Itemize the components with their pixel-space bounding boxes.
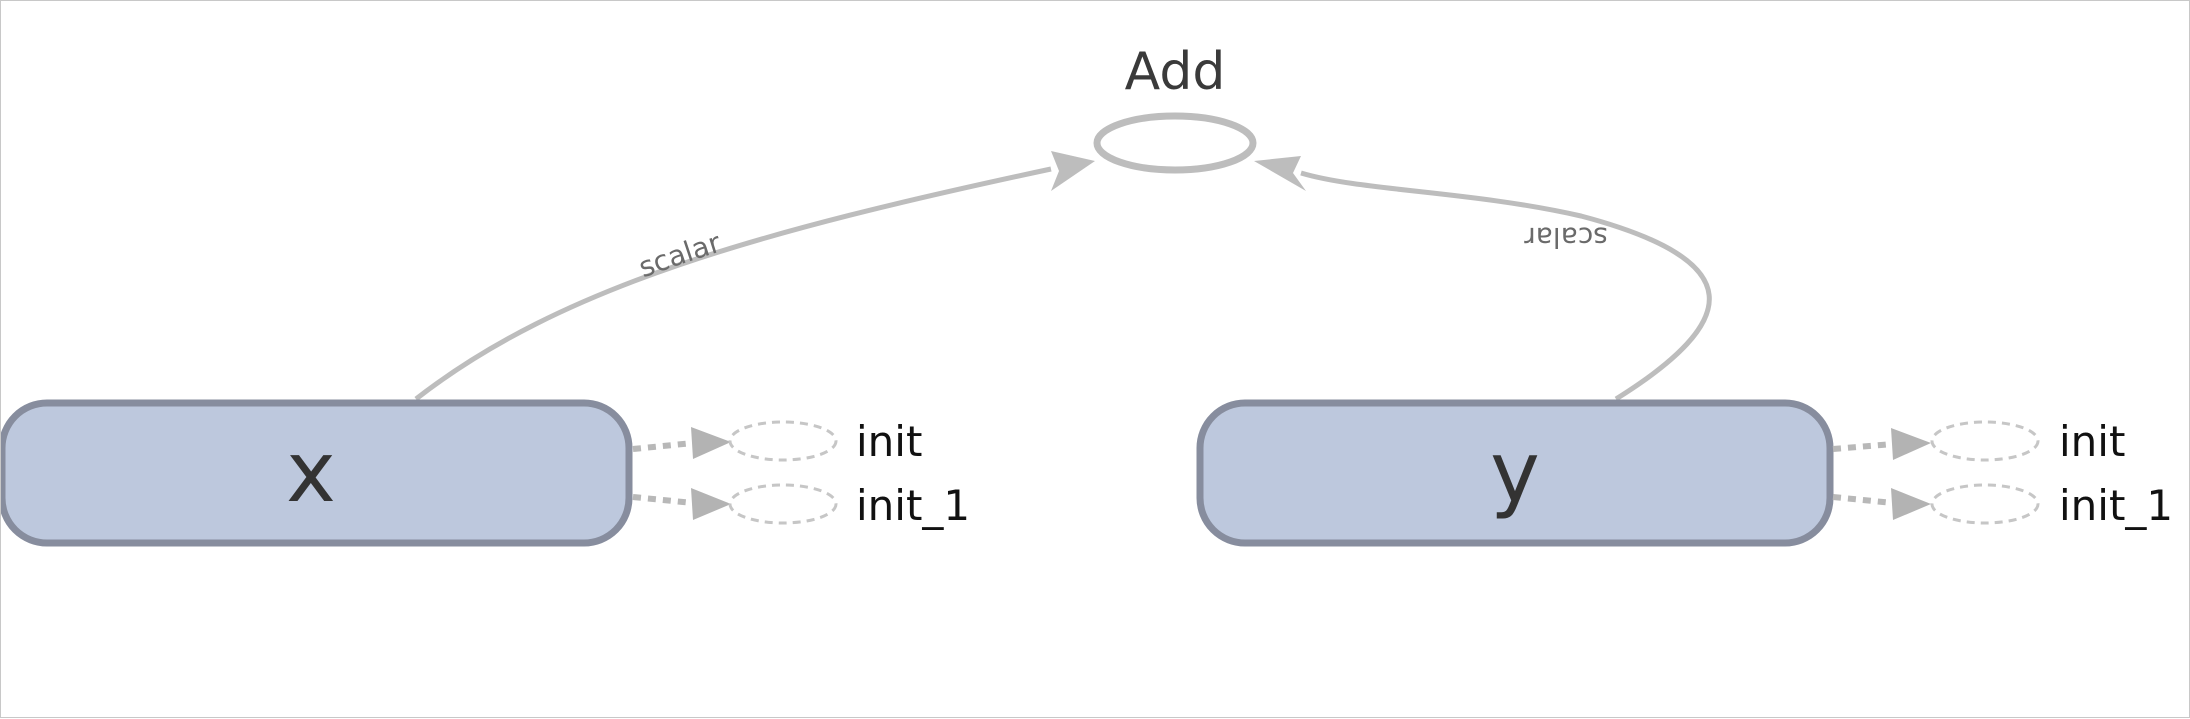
x-init-1-node[interactable] — [728, 483, 838, 525]
x-control-edge-init — [632, 440, 694, 452]
x-init-label: init — [856, 417, 922, 466]
y-init-1-label: init_1 — [2059, 481, 2173, 530]
y-node-label: y — [1490, 423, 1540, 521]
edge-x-to-add — [414, 166, 1052, 401]
y-control-edge-init-1 — [1832, 494, 1894, 506]
y-control-edge-init — [1832, 441, 1894, 452]
y-init-1-node[interactable] — [1930, 483, 2040, 525]
add-node[interactable] — [1093, 112, 1257, 174]
edge-y-to-add-arrowhead — [1254, 156, 1306, 191]
y-control-arrow-init — [1891, 428, 1931, 460]
edge-y-to-add — [1300, 170, 1712, 402]
edge-x-to-add-label: scalar — [634, 226, 725, 284]
y-variable-node[interactable] — [1196, 399, 1834, 547]
y-init-node[interactable] — [1930, 420, 2040, 462]
add-node-label: Add — [1125, 42, 1226, 102]
y-control-arrow-init-1 — [1891, 488, 1931, 520]
y-init-label: init — [2059, 417, 2125, 466]
x-init-node[interactable] — [728, 420, 838, 462]
x-variable-node[interactable] — [1, 399, 633, 547]
edge-y-to-add-label: scalar — [1524, 221, 1608, 254]
edge-x-to-add-arrowhead — [1051, 151, 1095, 191]
x-node-label: x — [286, 423, 336, 521]
x-control-arrow-init — [691, 427, 731, 459]
x-control-arrow-init-1 — [691, 488, 731, 520]
x-control-edge-init-1 — [632, 494, 694, 506]
x-init-1-label: init_1 — [856, 481, 970, 530]
